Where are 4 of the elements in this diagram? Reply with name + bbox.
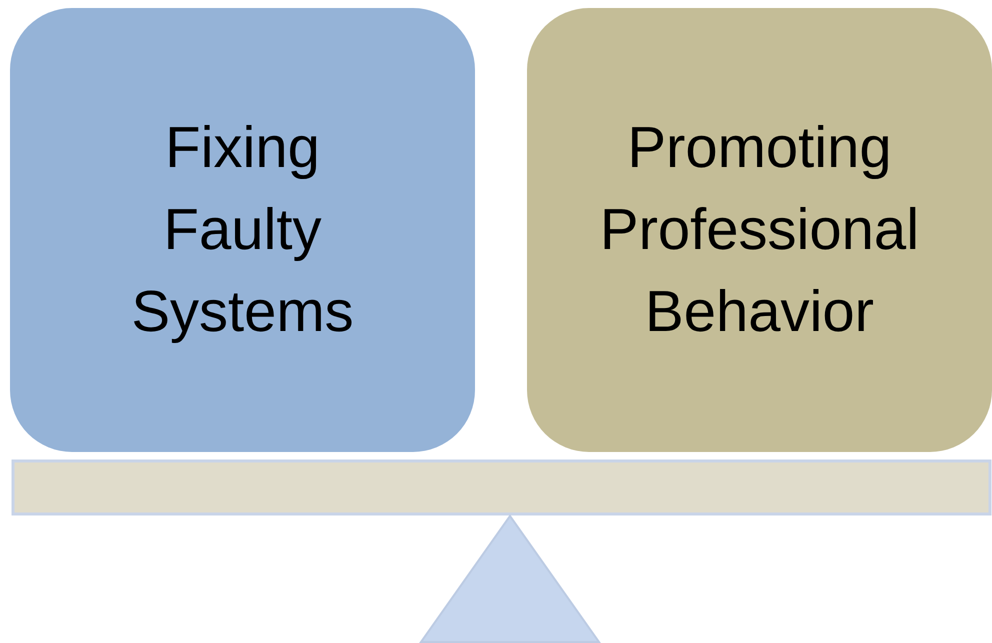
rounded-box	[527, 8, 992, 452]
rounded-box	[10, 8, 475, 452]
box-label: Promoting Professional Behavior	[598, 114, 920, 346]
box-label: Fixing Faulty Systems	[130, 114, 355, 346]
